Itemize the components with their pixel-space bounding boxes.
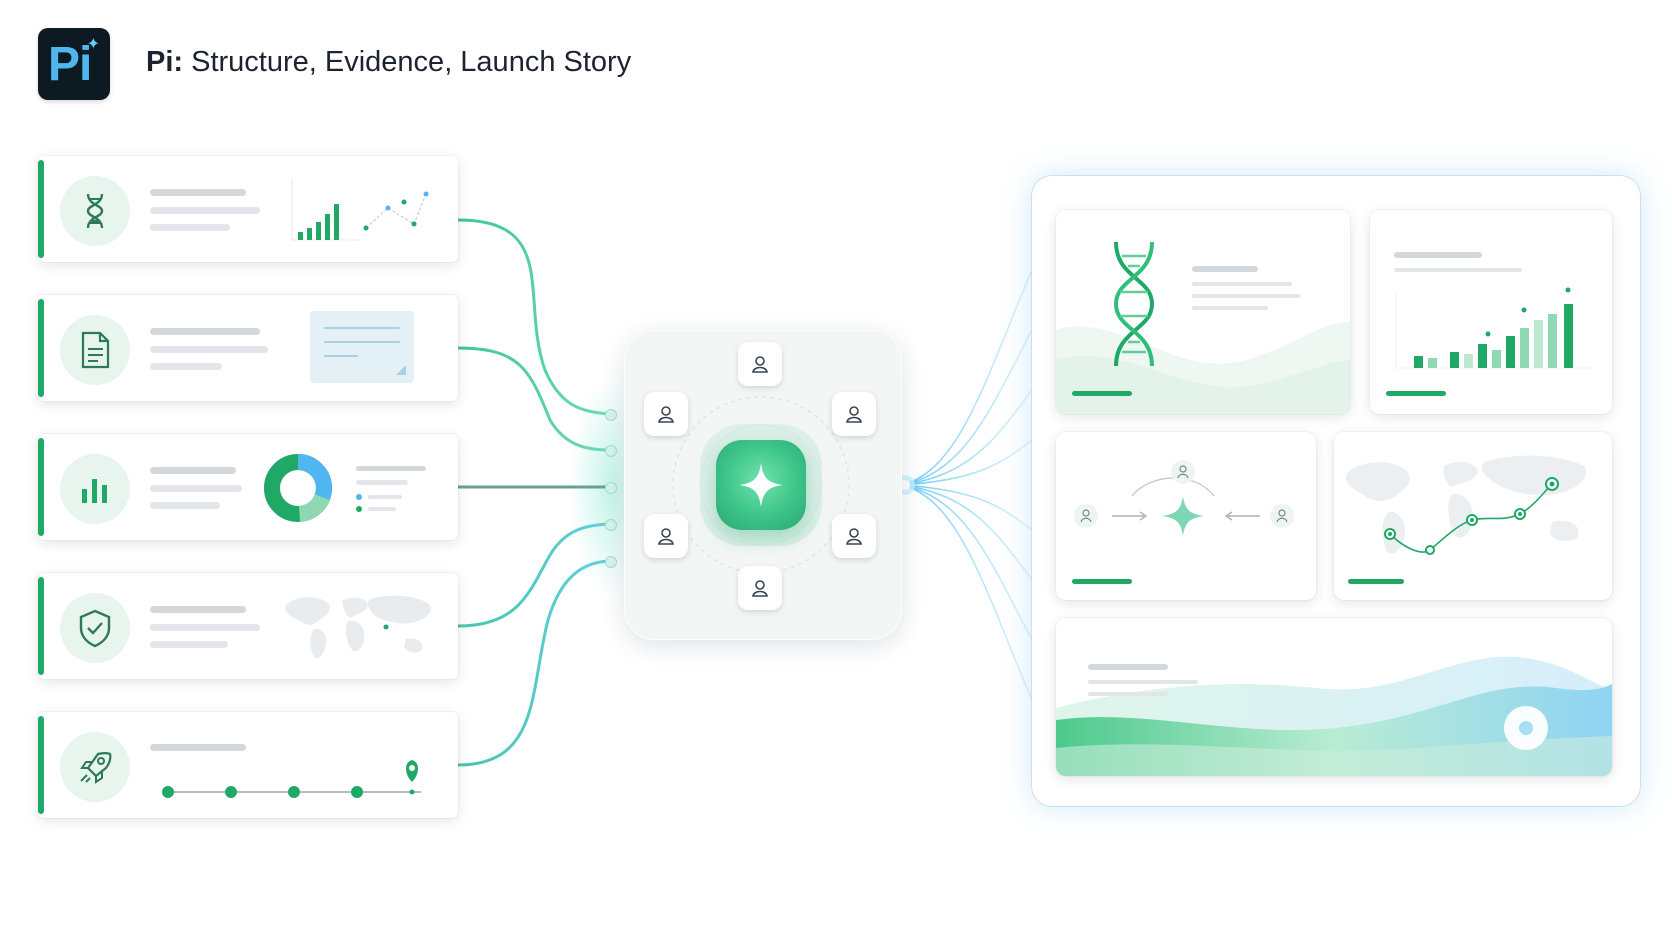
tile-growth-chart[interactable] xyxy=(1370,210,1612,414)
card-security[interactable] xyxy=(38,573,458,679)
placeholder-line xyxy=(150,363,222,370)
legend-line xyxy=(368,495,402,499)
progress-bar xyxy=(1072,391,1132,396)
card-genomics[interactable] xyxy=(38,156,458,262)
card-accent xyxy=(38,160,44,258)
person-icon[interactable] xyxy=(644,392,688,436)
port xyxy=(605,409,617,421)
person-icon[interactable] xyxy=(738,566,782,610)
placeholder-line xyxy=(1088,680,1198,684)
placeholder-line xyxy=(1192,294,1300,298)
card-analytics[interactable] xyxy=(38,434,458,540)
person-icon[interactable] xyxy=(832,392,876,436)
progress-bar xyxy=(1386,391,1446,396)
person-icon[interactable] xyxy=(832,514,876,558)
placeholder-line xyxy=(150,624,260,631)
wave-icon xyxy=(1056,656,1612,776)
port xyxy=(605,556,617,568)
person-icon[interactable] xyxy=(644,514,688,558)
legend-line xyxy=(368,507,396,511)
port xyxy=(605,482,617,494)
placeholder-line xyxy=(150,328,260,335)
card-accent xyxy=(38,577,44,675)
logo-mark: Pi xyxy=(48,38,92,91)
tile-dna-summary[interactable] xyxy=(1056,210,1350,414)
dna-icon xyxy=(1113,241,1155,367)
tile-route-map[interactable] xyxy=(1334,432,1612,600)
title-prefix: Pi: xyxy=(146,46,184,78)
placeholder-line xyxy=(150,207,260,214)
placeholder-line xyxy=(1394,252,1482,258)
placeholder-line xyxy=(1192,282,1292,286)
timeline xyxy=(162,760,421,798)
tile-connection-flow[interactable] xyxy=(1056,432,1316,600)
document-icon xyxy=(60,315,130,385)
connector-1 xyxy=(457,218,611,416)
logo-sparkle-icon: ✦ xyxy=(86,36,100,53)
sparkle-icon[interactable] xyxy=(716,440,806,530)
growth-bar-chart xyxy=(1395,287,1590,369)
placeholder-line xyxy=(150,502,220,509)
placeholder-line xyxy=(1088,664,1168,670)
placeholder-line xyxy=(150,224,230,231)
placeholder-line xyxy=(150,485,242,492)
note-card xyxy=(310,311,414,383)
placeholder-line xyxy=(1394,268,1522,272)
placeholder-line xyxy=(150,744,246,751)
person-icon[interactable] xyxy=(738,342,782,386)
mini-bar-scatter-chart xyxy=(291,178,429,241)
output-fan xyxy=(901,269,1033,701)
placeholder-line xyxy=(150,606,246,613)
title-text: Structure, Evidence, Launch Story xyxy=(183,46,632,78)
placeholder-line xyxy=(150,346,268,353)
wave-background xyxy=(1056,321,1350,414)
placeholder-line xyxy=(150,189,246,196)
card-accent xyxy=(38,716,44,814)
connector-5 xyxy=(457,559,611,767)
legend-line xyxy=(356,466,426,471)
world-map-icon xyxy=(285,595,431,659)
progress-bar xyxy=(1072,579,1132,584)
placeholder-line xyxy=(150,467,236,474)
placeholder-line xyxy=(1192,266,1258,272)
rocket-icon xyxy=(60,732,130,802)
card-launch[interactable] xyxy=(38,712,458,818)
dna-icon xyxy=(60,176,130,246)
tile-story-banner[interactable] xyxy=(1056,618,1612,776)
app-logo: Pi ✦ xyxy=(38,28,110,100)
placeholder-line xyxy=(150,641,228,648)
world-map-icon xyxy=(1345,455,1586,555)
output-dashboard xyxy=(1032,176,1640,806)
donut-chart xyxy=(264,454,332,522)
central-hub[interactable] xyxy=(624,330,902,640)
placeholder-line xyxy=(1088,692,1168,696)
page-title: Pi: Structure, Evidence, Launch Story xyxy=(146,46,631,79)
legend-dot xyxy=(356,506,362,512)
legend-dot xyxy=(356,494,362,500)
card-accent xyxy=(38,438,44,536)
card-accent xyxy=(38,299,44,397)
connector-2 xyxy=(457,346,611,452)
connector-4 xyxy=(457,522,611,628)
placeholder-line xyxy=(1192,306,1268,310)
port xyxy=(605,519,617,531)
progress-bar xyxy=(1348,579,1404,584)
port xyxy=(605,445,617,457)
network-icon xyxy=(1074,460,1294,536)
bar-chart-icon xyxy=(60,454,130,524)
card-documents[interactable] xyxy=(38,295,458,401)
shield-check-icon xyxy=(60,593,130,663)
legend-line xyxy=(356,480,408,485)
